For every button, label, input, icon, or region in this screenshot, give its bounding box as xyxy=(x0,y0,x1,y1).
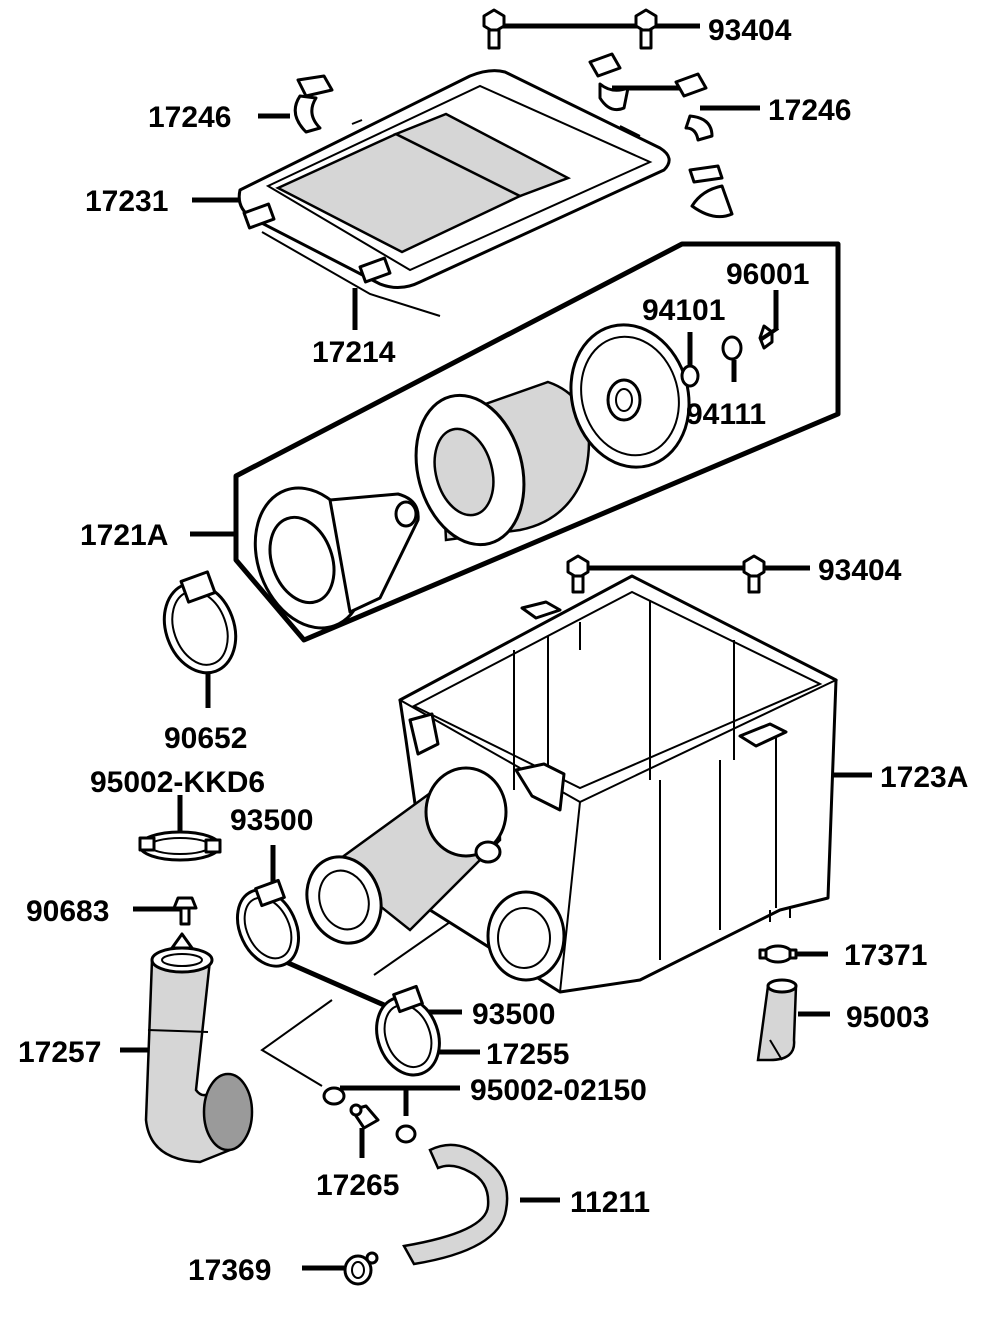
label-17257: 17257 xyxy=(18,1036,101,1069)
label-95003: 95003 xyxy=(846,1001,929,1034)
screw-93404-top-right xyxy=(634,8,658,50)
clip-95002-02150-left xyxy=(322,1086,346,1106)
label-1721A: 1721A xyxy=(80,519,168,552)
drain-tube-17257 xyxy=(144,932,254,1164)
label-93404-top: 93404 xyxy=(708,14,792,47)
air-cleaner-cover-17231 xyxy=(237,69,671,289)
filter-cap xyxy=(569,323,691,469)
part-labels: 93404 17246 17246 17231 17214 96001 9410… xyxy=(18,14,968,1287)
label-94101: 94101 xyxy=(642,294,725,327)
screw-93404-mid-right xyxy=(742,554,766,594)
label-17214: 17214 xyxy=(312,336,396,369)
label-93500-top: 93500 xyxy=(230,804,313,837)
clamp-93500-upper xyxy=(236,878,300,968)
label-17265: 17265 xyxy=(316,1169,399,1202)
clip-17246-left xyxy=(293,74,334,134)
washer-94111 xyxy=(721,335,743,361)
clamp-95002-KKD6 xyxy=(138,830,222,862)
washer-94101 xyxy=(680,364,700,388)
label-90652: 90652 xyxy=(164,722,247,755)
label-93500-low: 93500 xyxy=(472,998,555,1031)
rivet-90683 xyxy=(172,896,198,926)
label-17255: 17255 xyxy=(486,1038,569,1071)
label-17369: 17369 xyxy=(188,1254,271,1287)
label-90683: 90683 xyxy=(26,895,109,928)
joint-17265 xyxy=(349,1103,380,1130)
clamp-90652 xyxy=(162,570,238,675)
clip-17369 xyxy=(343,1251,379,1286)
label-17246-left: 17246 xyxy=(148,101,231,134)
seal-17214 xyxy=(261,231,441,317)
label-17246-right: 17246 xyxy=(768,94,851,127)
screw-96001 xyxy=(758,324,780,350)
clip-95002-02150-right xyxy=(395,1124,417,1144)
screw-93404-mid-left xyxy=(566,554,590,594)
hose-11211 xyxy=(402,1143,509,1266)
filter-element xyxy=(414,380,591,547)
air-cleaner-case-1723A xyxy=(305,574,839,994)
screw-93404-top-left xyxy=(482,8,506,50)
label-17231: 17231 xyxy=(85,185,168,218)
filter-group-frame xyxy=(233,241,841,643)
label-93404-mid: 93404 xyxy=(818,554,902,587)
clip-17246-right-3 xyxy=(688,164,734,219)
filter-holder xyxy=(253,486,420,630)
label-94111: 94111 xyxy=(686,398,766,431)
label-1723A: 1723A xyxy=(880,761,968,794)
label-95002-02150: 95002-02150 xyxy=(470,1074,647,1107)
clamp-93500-lower xyxy=(375,984,441,1077)
label-95002-KKD6: 95002-KKD6 xyxy=(90,766,265,799)
label-17371: 17371 xyxy=(844,939,927,972)
clamp-17371 xyxy=(758,944,798,964)
label-11211: 11211 xyxy=(570,1186,650,1219)
drain-cap-95003 xyxy=(756,978,798,1062)
clip-17246-right-1 xyxy=(588,52,630,112)
label-96001: 96001 xyxy=(726,258,809,291)
clip-17246-right-2 xyxy=(674,72,714,142)
